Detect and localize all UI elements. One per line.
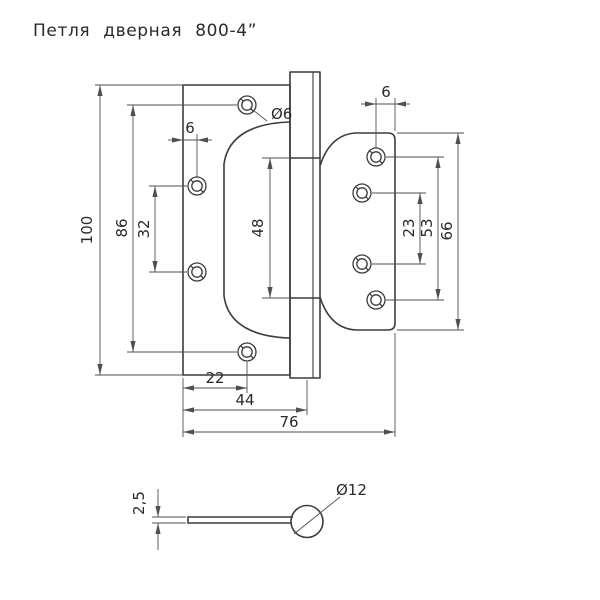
left-leaf-cutout-outline — [223, 121, 291, 339]
dim-label-leaf-width: 44 — [235, 391, 254, 409]
screw-hole — [187, 262, 207, 282]
barrel-profile — [290, 504, 324, 539]
screw-hole — [352, 254, 372, 274]
leaf-profile — [187, 516, 293, 524]
dim-label-right-hole-offset: 6 — [381, 83, 391, 101]
right-leaf-outline — [319, 132, 396, 331]
screw-hole — [352, 183, 372, 203]
dim-label-leaf-thickness: 2,5 — [130, 491, 148, 515]
screw-holes — [187, 95, 386, 362]
dim-label-barrel-diameter: Ø12 — [336, 481, 367, 499]
dim-label-left-mid-hole-span: 32 — [135, 219, 153, 238]
leader-lines — [252, 109, 341, 535]
dim-label-overall-height: 100 — [78, 216, 96, 245]
dim-label-overall-width: 76 — [279, 413, 298, 431]
screw-hole — [237, 95, 257, 115]
side-view-outlines — [187, 504, 324, 539]
labels: Петля дверная 800-4” 100 86 32 6 Ø6 48 6… — [33, 21, 456, 515]
left-leaf-outline — [182, 84, 291, 376]
drawing-title: Петля дверная 800-4” — [33, 21, 257, 41]
dim-label-bottom-hole-offset: 22 — [205, 369, 224, 387]
front-view-outlines — [182, 71, 396, 379]
screw-hole — [366, 290, 386, 310]
extension-lines — [95, 84, 464, 524]
screw-hole — [366, 147, 386, 167]
dimension-lines — [95, 84, 464, 550]
dim-label-right-hole-span: 53 — [418, 218, 436, 237]
dim-label-knuckle-length: 48 — [249, 218, 267, 237]
dim-line-small-offsets — [183, 103, 395, 141]
screw-hole — [237, 342, 257, 362]
barrel-outline — [289, 71, 321, 379]
knuckle-joint-lines — [290, 157, 320, 299]
dim-label-right-leaf-height: 66 — [438, 221, 456, 240]
dim-label-left-hole-span: 86 — [113, 218, 131, 237]
dim-label-hole-diameter: Ø6 — [271, 105, 292, 123]
dim-label-right-mid-hole-span: 23 — [400, 218, 418, 237]
dim-label-left-hole-offset: 6 — [185, 119, 195, 137]
screw-hole — [187, 176, 207, 196]
